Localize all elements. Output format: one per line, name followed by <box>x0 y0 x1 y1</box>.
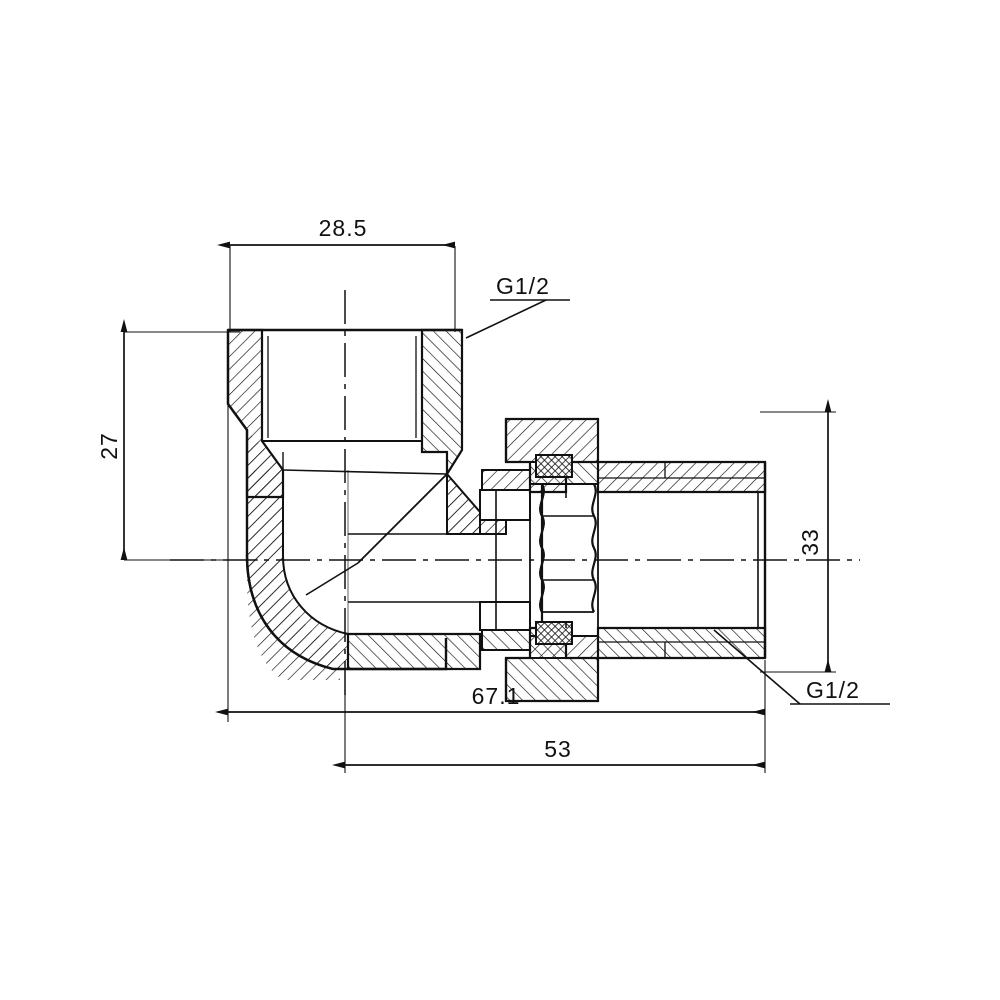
dimension-53: 53 <box>332 736 765 769</box>
dimension-67-1: 67.1 <box>215 683 765 716</box>
outlet-barrel-upper-wall <box>596 460 767 494</box>
dimension-label-33: 33 <box>797 528 823 556</box>
fitting-body-section <box>226 328 767 703</box>
threaded-sleeve <box>539 483 597 622</box>
extension-lines <box>124 246 836 773</box>
dimension-27: 27 <box>96 319 128 560</box>
dimension-label-27: 27 <box>96 432 122 460</box>
horizontal-run-bore-edges <box>348 533 480 603</box>
dimension-label-53: 53 <box>544 736 572 762</box>
union-nut-lower <box>504 626 600 703</box>
callouts: G1/2 G1/2 <box>465 273 890 705</box>
elbow-bend-hatch <box>245 470 349 671</box>
oring-seal-upper <box>535 454 573 478</box>
callout-thread-outlet: G1/2 <box>713 629 890 705</box>
outlet-barrel-lower-wall <box>596 626 767 660</box>
top-socket-bore-edges <box>228 328 462 452</box>
callout-thread-top: G1/2 <box>465 273 570 339</box>
callout-label-thread-top: G1/2 <box>496 273 550 299</box>
dimension-28-5: 28.5 <box>217 215 455 249</box>
callout-label-thread-outlet: G1/2 <box>806 677 860 703</box>
dimension-label-67-1: 67.1 <box>472 683 521 709</box>
top-socket-right-wall <box>420 328 464 478</box>
dimension-label-28-5: 28.5 <box>319 215 368 241</box>
dimension-lines: 28.5 27 33 67.1 53 <box>96 215 832 769</box>
dimension-33: 33 <box>797 399 832 672</box>
oring-seal-lower <box>535 621 573 645</box>
centerlines <box>170 290 860 700</box>
elbow-lower-run-wall <box>346 632 482 671</box>
male-spigot <box>479 469 531 651</box>
